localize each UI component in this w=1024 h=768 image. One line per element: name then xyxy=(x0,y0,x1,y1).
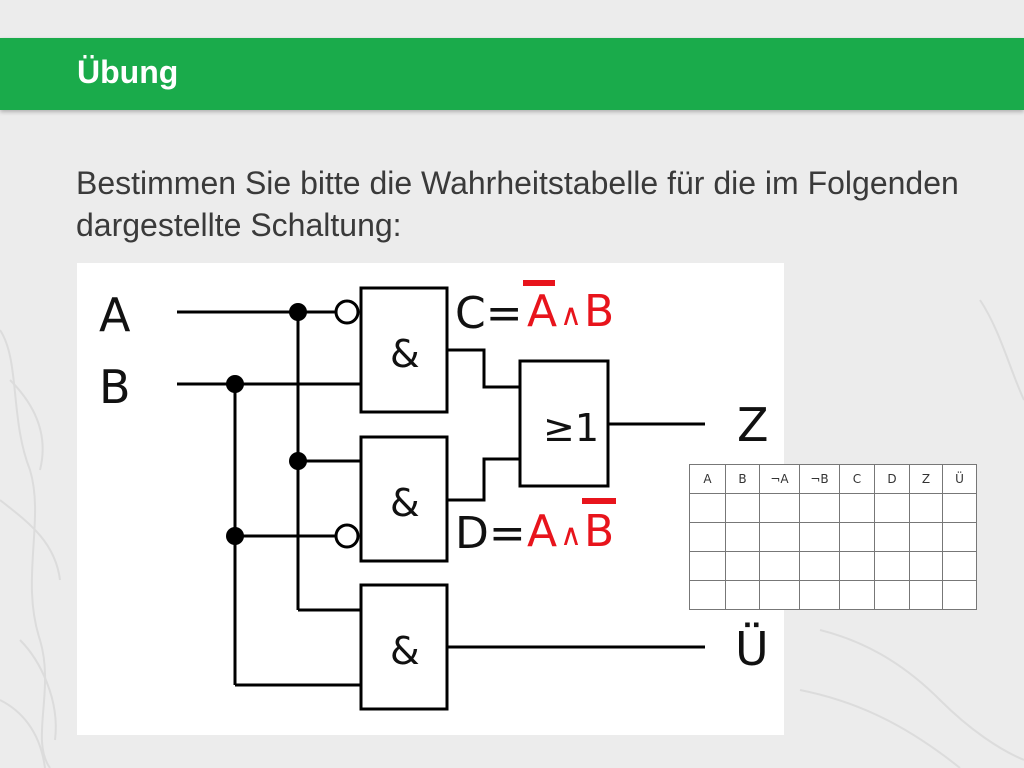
column-header: B xyxy=(725,464,760,494)
negation-bubble-b xyxy=(334,523,360,549)
column-header: C xyxy=(839,464,875,494)
table-cell[interactable] xyxy=(942,580,977,610)
expr-c-right: B xyxy=(584,286,614,337)
wire-c xyxy=(447,348,520,389)
expr-d-operator: ∧ xyxy=(560,518,582,553)
table-cell[interactable] xyxy=(759,522,800,552)
or-gate-symbol: ≥1 xyxy=(543,406,599,450)
negation-bubble-a xyxy=(334,299,360,325)
table-cell[interactable] xyxy=(909,522,943,552)
table-cell[interactable] xyxy=(759,551,800,581)
table-cell[interactable] xyxy=(909,551,943,581)
table-cell[interactable] xyxy=(725,493,760,523)
table-cell[interactable] xyxy=(942,522,977,552)
circuit-diagram: A B & & & ≥1 Z Ü C= A ∧ B D= A ∧ B xyxy=(77,263,784,735)
table-cell[interactable] xyxy=(799,551,840,581)
negation-bar-d xyxy=(582,498,616,504)
table-cell[interactable] xyxy=(725,580,760,610)
expr-d-left: A xyxy=(527,506,557,557)
table-cell[interactable] xyxy=(839,551,875,581)
and-gate-3-symbol: & xyxy=(390,629,420,673)
table-cell[interactable] xyxy=(942,493,977,523)
and-gate-1-symbol: & xyxy=(390,332,420,376)
input-label-a: A xyxy=(99,288,131,342)
input-label-b: B xyxy=(99,360,131,414)
table-cell[interactable] xyxy=(839,522,875,552)
table-cell[interactable] xyxy=(725,522,760,552)
column-header: ¬A xyxy=(759,464,800,494)
truth-table: A B ¬A ¬B C D Z Ü xyxy=(689,464,977,610)
column-header: Z xyxy=(909,464,943,494)
table-cell[interactable] xyxy=(759,493,800,523)
column-header: ¬B xyxy=(799,464,840,494)
table-cell[interactable] xyxy=(689,522,726,552)
table-cell[interactable] xyxy=(689,580,726,610)
table-row xyxy=(689,522,977,552)
table-cell[interactable] xyxy=(874,580,910,610)
slide-title: Übung xyxy=(77,54,179,90)
column-header: Ü xyxy=(942,464,977,494)
table-row xyxy=(689,493,977,523)
table-cell[interactable] xyxy=(799,493,840,523)
table-row xyxy=(689,580,977,610)
expr-d-prefix: D= xyxy=(455,508,526,559)
output-label-z: Z xyxy=(737,398,769,452)
expr-c-prefix: C= xyxy=(455,288,523,339)
junction-dot xyxy=(289,452,307,470)
column-header: A xyxy=(689,464,726,494)
junction-dot xyxy=(226,375,244,393)
truth-table-header-row: A B ¬A ¬B C D Z Ü xyxy=(689,464,977,494)
table-cell[interactable] xyxy=(942,551,977,581)
junction-dot xyxy=(289,303,307,321)
wire-d xyxy=(447,457,520,502)
table-cell[interactable] xyxy=(689,551,726,581)
header-bar xyxy=(0,38,1024,110)
table-cell[interactable] xyxy=(799,522,840,552)
junction-dot xyxy=(226,527,244,545)
table-cell[interactable] xyxy=(839,580,875,610)
output-label-u: Ü xyxy=(735,622,769,676)
table-cell[interactable] xyxy=(874,493,910,523)
table-cell[interactable] xyxy=(909,580,943,610)
expr-c-operator: ∧ xyxy=(560,298,582,333)
negation-bar-c xyxy=(523,280,555,286)
and-gate-2-symbol: & xyxy=(390,481,420,525)
instruction-text: Bestimmen Sie bitte die Wahrheitstabelle… xyxy=(76,165,959,243)
table-cell[interactable] xyxy=(799,580,840,610)
table-cell[interactable] xyxy=(874,551,910,581)
table-cell[interactable] xyxy=(689,493,726,523)
table-cell[interactable] xyxy=(874,522,910,552)
table-cell[interactable] xyxy=(839,493,875,523)
table-cell[interactable] xyxy=(909,493,943,523)
expr-c-left: A xyxy=(527,286,557,337)
table-row xyxy=(689,551,977,581)
circuit-svg: A B & & & ≥1 Z Ü C= A ∧ B D= A ∧ B xyxy=(99,280,769,711)
table-cell[interactable] xyxy=(725,551,760,581)
table-cell[interactable] xyxy=(759,580,800,610)
expr-d-right: B xyxy=(584,506,614,557)
column-header: D xyxy=(874,464,910,494)
